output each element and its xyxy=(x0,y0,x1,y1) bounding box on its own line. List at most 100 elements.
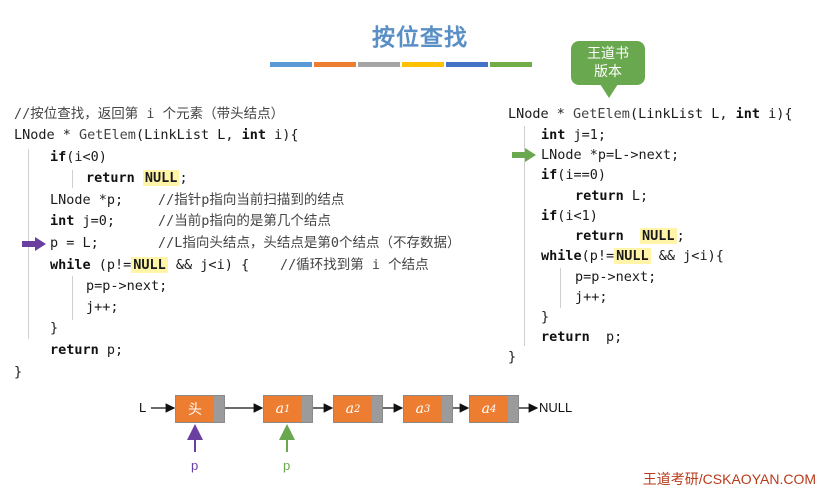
left-line-close-outer: } xyxy=(14,364,23,380)
left-comment-lnode: //指针p指向当前扫描到的结点 xyxy=(158,192,345,208)
int-rest: j=0; xyxy=(74,213,116,229)
color-bar-2 xyxy=(314,62,356,67)
return-keyword: return xyxy=(541,329,590,345)
left-line-int-decl: int j=0; xyxy=(50,211,115,231)
return-value: p; xyxy=(589,329,623,345)
left-line-step2: j++; xyxy=(86,299,119,315)
if-keyword: if xyxy=(541,208,558,224)
return-keyword: return xyxy=(575,228,624,244)
null-highlight: NULL xyxy=(640,228,677,244)
type-token: LNode xyxy=(508,106,549,122)
right-line-int: int j=1; xyxy=(541,125,606,145)
color-bar-5 xyxy=(446,62,488,67)
left-comment-p: //L指向头结点，头结点是第0个结点（不存数据） xyxy=(158,235,461,251)
null-highlight: NULL xyxy=(131,257,168,273)
while-cond-b: && j<i) { xyxy=(167,257,250,273)
right-line-return-p: return p; xyxy=(541,327,622,347)
right-line-close-inner: } xyxy=(541,309,550,325)
int-keyword: int xyxy=(241,127,266,143)
if-keyword: if xyxy=(50,149,67,165)
return-keyword: return xyxy=(86,170,135,186)
right-line-if1: if(i==0) xyxy=(541,165,606,185)
purple-arrow-icon xyxy=(22,237,46,251)
function-name: GetElem xyxy=(79,127,136,143)
right-line-lnode: LNode *p=L->next; xyxy=(541,147,680,163)
right-line-return-null: return NULL; xyxy=(575,226,685,246)
right-line-if2: if(i<1) xyxy=(541,206,598,226)
indent-guide xyxy=(72,170,73,188)
null-label: NULL xyxy=(539,400,573,415)
if-keyword: if xyxy=(541,167,558,183)
while-keyword: while xyxy=(541,248,582,264)
left-line-step1: p=p->next; xyxy=(86,278,168,294)
while-keyword: while xyxy=(50,257,91,273)
left-line-return-null: return NULL; xyxy=(86,168,188,188)
node-pointer-field xyxy=(302,396,312,422)
if-condition: (i==0) xyxy=(557,167,607,183)
left-line-lnode-decl: LNode *p; xyxy=(50,192,124,208)
node-data: 头 xyxy=(176,396,214,422)
if-condition: (i<1) xyxy=(557,208,598,224)
page-title: 按位查找 xyxy=(372,25,468,51)
type-token: LNode xyxy=(14,127,55,143)
function-name: GetElem xyxy=(573,106,630,122)
args-token: (LinkList L, xyxy=(629,106,736,122)
right-line-close-outer: } xyxy=(508,349,517,365)
return-value: p; xyxy=(98,342,124,358)
right-line-step1: p=p->next; xyxy=(575,269,657,285)
right-line-return-L: return L; xyxy=(575,186,648,206)
if-condition: (i<0) xyxy=(66,149,107,165)
node-pointer-field xyxy=(214,396,224,422)
while-cond-a: (p!= xyxy=(90,257,132,273)
indent-guide xyxy=(560,268,561,308)
pointer-p-label-green: p xyxy=(283,458,291,473)
return-keyword: return xyxy=(575,188,624,204)
node-pointer-field xyxy=(442,396,452,422)
null-highlight: NULL xyxy=(614,248,651,264)
indent-guide xyxy=(72,276,73,320)
bubble-line-2: 版本 xyxy=(594,64,622,80)
node-pointer-field xyxy=(372,396,382,422)
green-arrow-icon xyxy=(512,148,536,162)
bubble-tail xyxy=(600,84,618,98)
color-bar-3 xyxy=(358,62,400,67)
semicolon: ; xyxy=(179,170,188,186)
right-line-step2: j++; xyxy=(575,289,608,305)
while-cond-a: (p!= xyxy=(581,248,615,264)
left-line-p-assign: p = L; xyxy=(50,235,99,251)
footer-brand: 王道考研/CSKAOYAN.COM xyxy=(642,471,816,487)
indent-guide xyxy=(524,126,525,346)
left-line-close-inner: } xyxy=(50,320,59,336)
node-pointer-field xyxy=(508,396,518,422)
args-token: (LinkList L, xyxy=(135,127,242,143)
color-bar-1 xyxy=(270,62,312,67)
list-node-head: 头 xyxy=(175,395,225,423)
right-line-signature: LNode * GetElem(LinkList L, int i){ xyxy=(508,104,793,124)
left-line-return-p: return p; xyxy=(50,340,123,360)
return-value: L; xyxy=(623,188,649,204)
args-token: i){ xyxy=(266,127,299,143)
left-line-signature: LNode * GetElem(LinkList L, int i){ xyxy=(14,125,299,145)
color-bar-4 xyxy=(402,62,444,67)
int-rest: j=1; xyxy=(565,127,607,143)
pointer-p-label-purple: p xyxy=(191,458,199,473)
list-head-label: L xyxy=(139,400,147,415)
star-token: * xyxy=(54,127,80,143)
int-keyword: int xyxy=(50,213,75,229)
left-line-while: while (p!=NULL && j<i) { xyxy=(50,255,249,275)
return-keyword: return xyxy=(50,342,99,358)
bubble-line-1: 王道书 xyxy=(587,46,629,62)
while-cond-b: && j<i){ xyxy=(650,248,724,264)
left-comment-while: //循环找到第 i 个结点 xyxy=(280,257,429,273)
version-bubble: 王道书 版本 xyxy=(571,41,645,85)
int-keyword: int xyxy=(541,127,566,143)
null-highlight: NULL xyxy=(142,170,180,186)
